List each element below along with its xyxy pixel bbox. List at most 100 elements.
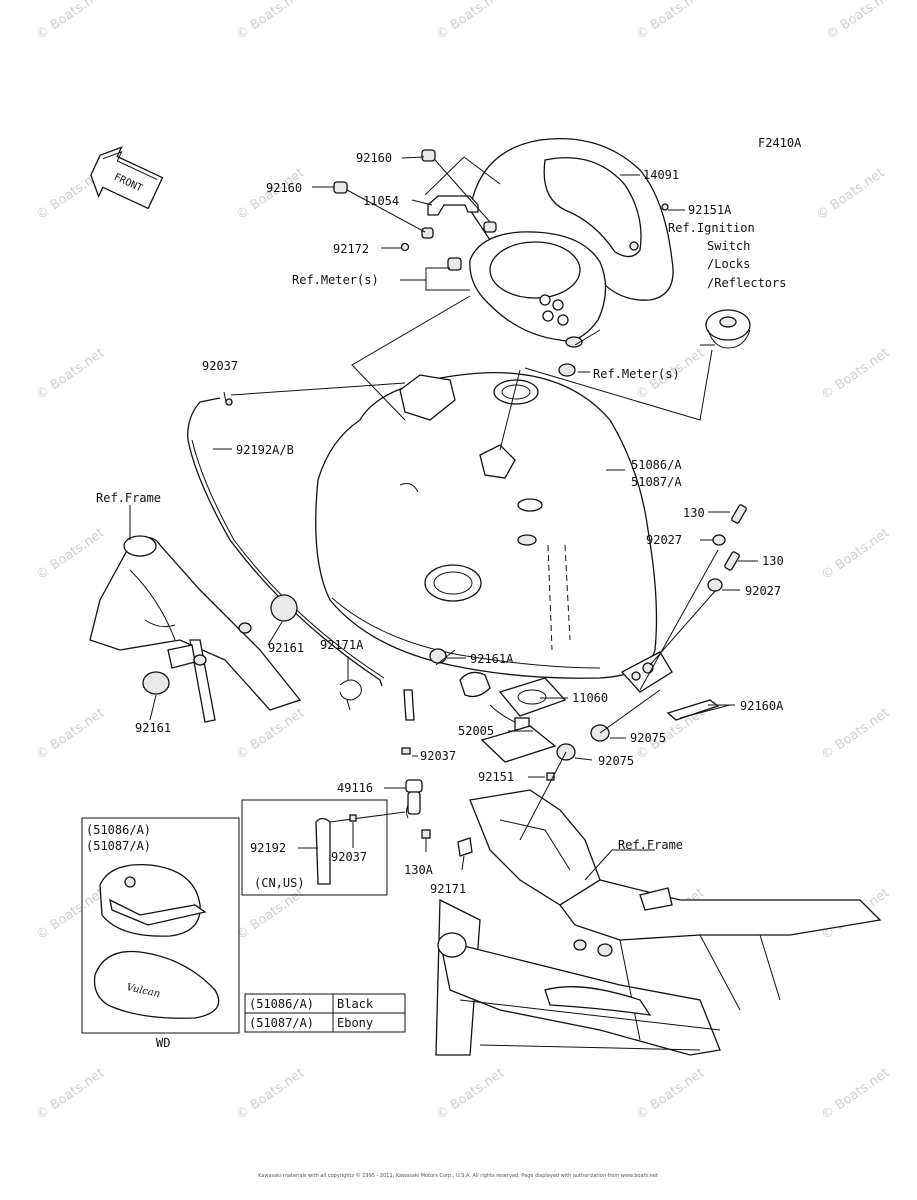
figure-code: F2410A <box>758 136 802 150</box>
ignition-switch <box>705 309 751 349</box>
watermark: © Boats.net <box>434 1065 508 1123</box>
label-51087A: 51087/A <box>631 475 682 489</box>
frame-steering-head <box>123 535 157 557</box>
meter-indicator <box>542 310 554 322</box>
tank-hidden-lines <box>547 544 571 651</box>
clip-tail <box>346 699 351 711</box>
watermark: © Boats.net <box>814 165 888 223</box>
label-49116: 49116 <box>337 781 373 795</box>
leader-meter-grommet <box>499 329 601 451</box>
front-arrow-shape <box>90 146 164 210</box>
watermark: © Boats.net <box>234 705 308 763</box>
frame-crossmember <box>459 999 721 1051</box>
bolt-130-a-icon <box>731 504 747 524</box>
washer-92027-b-icon <box>707 578 723 592</box>
fuel-pump-assembly <box>459 671 567 781</box>
ignition-switch-base <box>707 329 751 349</box>
label-92160-left: 92160 <box>266 181 302 195</box>
label-ref-ignition-1: Ref.Ignition <box>668 221 755 235</box>
leader-92160-left-2 <box>346 189 426 233</box>
tank-grommet-icon <box>517 534 537 546</box>
label-92172: 92172 <box>333 242 369 256</box>
leader-meter-to-tank <box>351 295 471 421</box>
color-table-code: (51086/A) <box>249 997 314 1011</box>
frame-bracket <box>639 887 673 911</box>
fuel-cap-ring <box>493 379 539 405</box>
leader-92075-frame <box>519 689 661 841</box>
main-frame <box>421 789 882 1056</box>
watermark: © Boats.net <box>634 1065 708 1123</box>
leader-92037-tick <box>223 391 227 403</box>
front-arrow-bevel <box>102 151 158 181</box>
tank-mount-hook <box>399 483 419 493</box>
fuel-pump-opening <box>424 564 482 602</box>
front-direction-arrow: FRONT <box>90 146 164 210</box>
watermark: © Boats.net <box>819 705 893 763</box>
tank-rear-bracket <box>479 444 516 479</box>
bolt-130A-icon <box>421 829 431 839</box>
grommet-icon <box>483 221 497 233</box>
label-92160-top: 92160 <box>356 151 392 165</box>
frame-detail <box>499 819 571 871</box>
swingarm-pivot <box>437 932 467 958</box>
inset-caption: WD <box>156 1036 170 1050</box>
clip-loop <box>339 679 362 701</box>
label-130-b: 130 <box>762 554 784 568</box>
meter-housing <box>469 231 607 377</box>
inset-tank-strap <box>109 898 207 926</box>
label-ref-ignition-3: /Locks <box>707 257 750 271</box>
inset-code-1: (51086/A) <box>86 823 151 837</box>
frame-detail <box>129 569 176 641</box>
inset-code-2: (51087/A) <box>86 839 151 853</box>
label-ref-frame-2: Ref.Frame <box>618 838 683 852</box>
meter-cover-14091 <box>469 137 674 301</box>
label-ref-meter-1: Ref.Meter(s) <box>292 273 379 287</box>
watermark: © Boats.net <box>34 525 108 583</box>
label-92161-a: 92161 <box>268 641 304 655</box>
frame-stays <box>619 934 781 1041</box>
label-92161-b: 92161 <box>135 721 171 735</box>
leader-92161-a <box>267 621 283 646</box>
tank-variant-inset: (51086/A) (51087/A) Vulcan WD <box>81 817 240 1050</box>
clamp-92171-icon <box>457 837 473 857</box>
watermark: © Boats.net <box>824 0 898 43</box>
bolt-130-b-icon <box>724 551 740 571</box>
valve-neck <box>406 804 409 819</box>
label-130-a: 130 <box>683 506 705 520</box>
label-92037-box: 92037 <box>331 850 367 864</box>
leader-rear-mount <box>639 549 719 691</box>
watermark: © Boats.net <box>434 0 508 43</box>
label-130A: 130A <box>404 863 434 877</box>
damper-92161A-icon <box>429 648 447 664</box>
label-92075-a: 92075 <box>630 731 666 745</box>
tank-body <box>315 372 658 679</box>
leader-11054 <box>411 199 433 206</box>
meter-indicator <box>552 299 564 311</box>
leader-11054-bracket <box>424 156 501 196</box>
clip-92171A <box>339 679 362 711</box>
tank-front-bracket <box>399 374 456 421</box>
leader-ref-meter <box>400 267 470 291</box>
leader-92160A <box>679 704 735 719</box>
leader-92171 <box>461 855 465 871</box>
copyright-footer: Kawasaki materials with all copyrights ©… <box>258 1172 658 1179</box>
grommet-92160-top-icon <box>421 149 436 162</box>
watermark: © Boats.net <box>234 1065 308 1123</box>
clamp-92037-icon <box>225 398 233 406</box>
label-52005: 52005 <box>458 724 494 738</box>
watermark: © Boats.net <box>819 1065 893 1123</box>
meter-indicator <box>557 314 569 326</box>
cover-screw-hole <box>629 241 639 251</box>
frame-backbone <box>469 789 601 906</box>
fuel-tank-51086 <box>315 372 673 693</box>
tank-boss <box>517 498 543 512</box>
collar-icon <box>238 622 252 634</box>
watermark: © Boats.net <box>634 0 708 43</box>
watermark: © Boats.net <box>34 345 108 403</box>
leader-92161A-2 <box>435 649 456 666</box>
color-table-color: Ebony <box>337 1016 373 1030</box>
label-ref-ignition-4: /Reflectors <box>707 276 786 290</box>
fuel-pump-opening-inner <box>433 571 473 595</box>
label-92027-a: 92027 <box>646 533 682 547</box>
grommet-92160-left-icon <box>333 181 348 194</box>
